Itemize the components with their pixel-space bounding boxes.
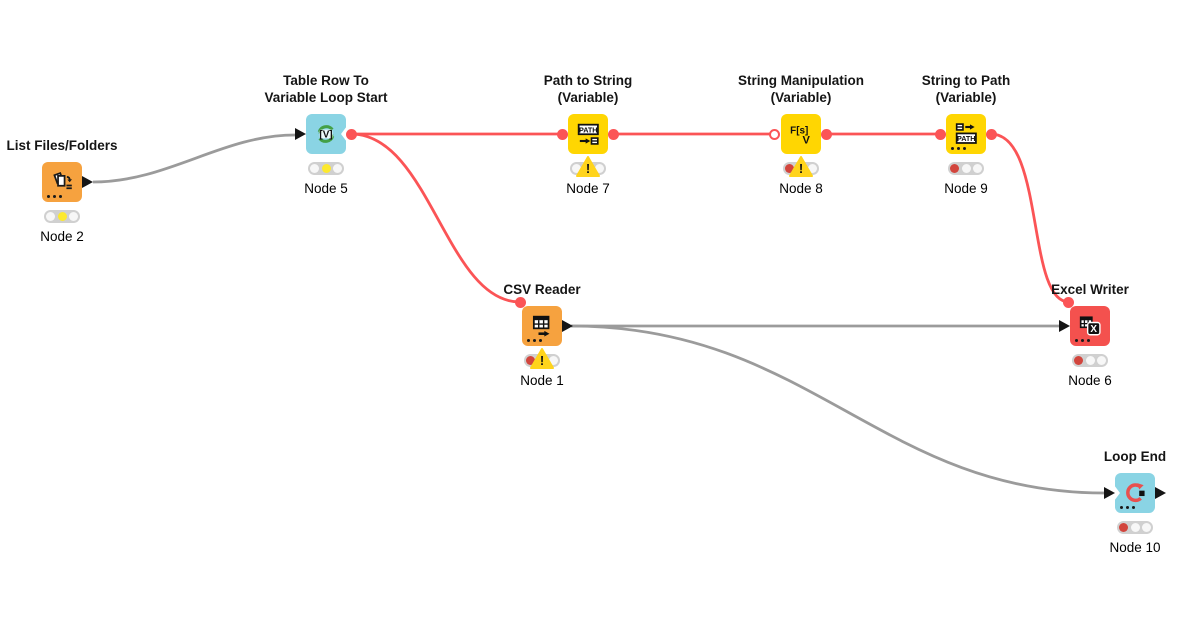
- node-body[interactable]: F[s] V: [769, 114, 832, 154]
- connection-listfiles-to-loopstart[interactable]: [92, 133, 296, 184]
- data-input-port[interactable]: [1058, 319, 1070, 332]
- node-body[interactable]: PATH: [935, 114, 997, 154]
- loop-start-icon: [V]: [317, 125, 335, 143]
- warning-icon: !: [789, 156, 813, 177]
- node-label: Node 6: [1068, 373, 1112, 388]
- flow-variable-input-port[interactable]: [935, 128, 946, 140]
- traffic-light: [1072, 354, 1108, 367]
- node-csv-reader[interactable]: CSV Reader ! Node 1: [503, 282, 580, 388]
- node-body[interactable]: [515, 297, 573, 346]
- svg-text:!: !: [586, 161, 590, 176]
- warning-icon: !: [530, 348, 554, 369]
- node-title: Path to String(Variable): [543, 73, 633, 105]
- node-title: List Files/Folders: [6, 138, 118, 153]
- connection-csvreader-to-loopend[interactable]: [570, 324, 1105, 495]
- node-body[interactable]: [42, 162, 93, 202]
- svg-text:F[s]: F[s]: [790, 125, 808, 136]
- traffic-light: [308, 162, 344, 175]
- node-label: Node 10: [1109, 540, 1161, 555]
- node-label: Node 9: [944, 181, 988, 196]
- node-list-files-folders[interactable]: List Files/Folders Node 2: [6, 138, 117, 244]
- connection-stringtopath-to-excelwriter[interactable]: [990, 132, 1070, 304]
- csv-reader-icon: [532, 315, 550, 337]
- traffic-light: [44, 210, 80, 223]
- loop-start-notch: [341, 126, 347, 142]
- flow-variable-output-port[interactable]: [986, 128, 997, 140]
- node-title: String Manipulation(Variable): [738, 73, 864, 105]
- svg-text:V: V: [803, 134, 811, 146]
- svg-text:!: !: [540, 353, 544, 368]
- svg-text:X: X: [1090, 324, 1097, 335]
- loop-end-icon: [1126, 483, 1145, 503]
- node-label: Node 7: [566, 181, 610, 196]
- node-loop-end[interactable]: Loop End Node 10: [1103, 449, 1166, 555]
- svg-text:[V]: [V]: [319, 129, 332, 140]
- traffic-light: [948, 162, 984, 175]
- node-excel-writer[interactable]: Excel Writer X Node 6: [1051, 282, 1129, 388]
- dynamic-ports-dots: [1075, 339, 1090, 342]
- loop-end-notch: [1114, 485, 1120, 501]
- node-body[interactable]: X: [1058, 297, 1110, 346]
- dynamic-ports-dots: [47, 195, 62, 198]
- node-string-to-path-variable[interactable]: String to Path(Variable) PATH Node 9: [922, 73, 1011, 196]
- node-path-to-string-variable[interactable]: Path to String(Variable) PATH ! Node 7: [544, 73, 633, 196]
- data-input-port[interactable]: [1103, 486, 1115, 499]
- node-body[interactable]: [1103, 473, 1166, 513]
- list-files-folders-icon: [53, 172, 73, 190]
- flow-variable-input-port-optional[interactable]: [769, 128, 780, 140]
- traffic-light: [1117, 521, 1153, 534]
- node-label: Node 1: [520, 373, 564, 388]
- flow-variable-input-port[interactable]: [515, 297, 526, 308]
- svg-text:PATH: PATH: [957, 134, 976, 143]
- node-label: Node 2: [40, 229, 84, 244]
- node-title: Excel Writer: [1051, 282, 1129, 297]
- node-title: CSV Reader: [503, 282, 581, 297]
- data-input-port[interactable]: [294, 127, 306, 140]
- node-title: String to Path(Variable): [921, 73, 1011, 105]
- flow-variable-output-port[interactable]: [346, 128, 357, 140]
- svg-text:!: !: [799, 161, 803, 176]
- data-output-port[interactable]: [562, 319, 573, 332]
- node-string-manipulation-variable[interactable]: String Manipulation(Variable) F[s] V ! N…: [738, 73, 864, 196]
- warning-icon: !: [576, 156, 600, 177]
- flow-variable-output-port[interactable]: [821, 128, 832, 140]
- flow-variable-output-port[interactable]: [608, 128, 619, 140]
- node-body[interactable]: [V]: [294, 114, 357, 154]
- flow-variable-input-port[interactable]: [1063, 297, 1074, 308]
- svg-text:PATH: PATH: [579, 125, 598, 134]
- dynamic-ports-dots: [527, 339, 542, 342]
- node-title: Loop End: [1103, 449, 1167, 464]
- connection-loopstart-to-csvreader[interactable]: [350, 132, 521, 304]
- node-label: Node 8: [779, 181, 823, 196]
- excel-writer-icon: X: [1079, 316, 1101, 336]
- dynamic-ports-dots: [1120, 506, 1135, 509]
- node-label: Node 5: [304, 181, 348, 196]
- string-manipulation-icon: F[s] V: [790, 125, 811, 146]
- string-to-path-icon: PATH: [955, 123, 977, 144]
- dynamic-ports-dots: [951, 147, 966, 150]
- data-output-port[interactable]: [82, 175, 93, 188]
- path-to-string-icon: PATH: [577, 123, 599, 145]
- data-output-port[interactable]: [1155, 486, 1166, 499]
- flow-variable-input-port[interactable]: [557, 128, 568, 140]
- node-body[interactable]: PATH: [557, 114, 619, 154]
